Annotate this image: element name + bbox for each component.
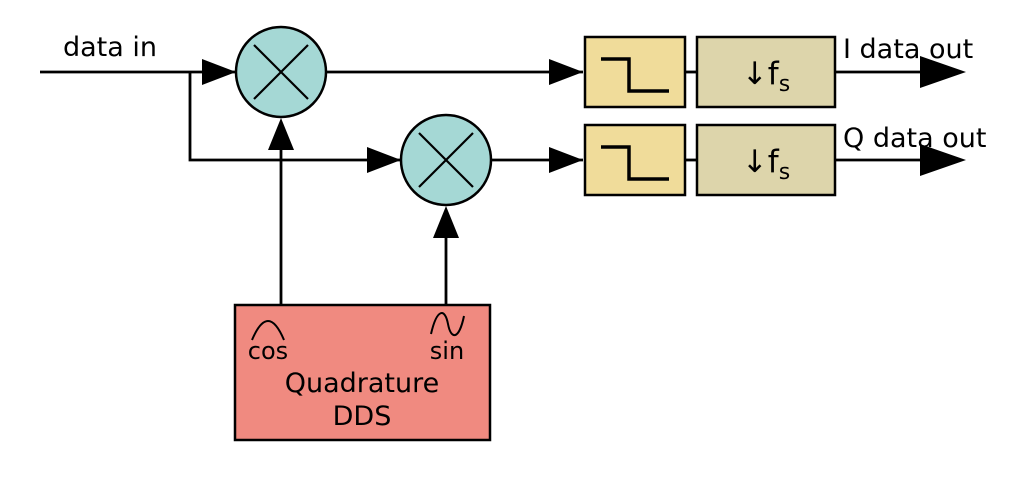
branch-wire: [188, 72, 401, 162]
arrowhead-sin-into-mixer: [433, 206, 459, 238]
sin-port-label: sin: [430, 337, 464, 365]
mixer-q: [399, 113, 493, 207]
arrowhead-cos-into-mixer: [268, 118, 294, 150]
arrowhead-q-out: [920, 144, 966, 176]
decimator-label: ↓fs: [742, 56, 790, 97]
decimator-i: ↓fs: [695, 35, 837, 109]
i-data-out-label: I data out: [843, 34, 973, 65]
cosine-wave-icon: [251, 320, 285, 341]
decimator-box: [695, 123, 837, 197]
arrowhead-i-out: [920, 56, 966, 88]
lowpass-filter-i: [583, 35, 687, 109]
data-in-label: data in: [63, 32, 157, 63]
arrowhead-into-mixer-i: [202, 59, 236, 85]
arrowhead-into-filter-i: [549, 59, 583, 85]
decimator-label: ↓fs: [742, 144, 790, 185]
lowpass-response-icon: [601, 145, 669, 181]
downsample-icon: ↓f: [742, 56, 780, 92]
downsample-icon: ↓f: [742, 144, 780, 180]
filter-box: [583, 123, 687, 197]
filter-box: [583, 35, 687, 109]
arrowhead-into-filter-q: [549, 147, 583, 173]
quadrature-dds: cos sin Quadrature DDS: [233, 303, 492, 442]
sine-wave-icon: [430, 312, 465, 336]
cos-port-label: cos: [248, 337, 288, 365]
dds-title-line2: DDS: [333, 401, 392, 432]
decimator-subscript: s: [779, 72, 790, 97]
lowpass-response-icon: [601, 57, 669, 93]
mixer-i: [234, 25, 328, 119]
decimator-box: [695, 35, 837, 109]
multiply-icon: [253, 44, 309, 100]
decimator-subscript: s: [779, 160, 790, 185]
arrowhead-into-mixer-q: [367, 147, 401, 173]
q-data-out-label: Q data out: [843, 123, 986, 154]
multiply-icon: [418, 132, 474, 188]
decimator-q: ↓fs: [695, 123, 837, 197]
dds-title-line1: Quadrature: [285, 368, 440, 399]
lowpass-filter-q: [583, 123, 687, 197]
